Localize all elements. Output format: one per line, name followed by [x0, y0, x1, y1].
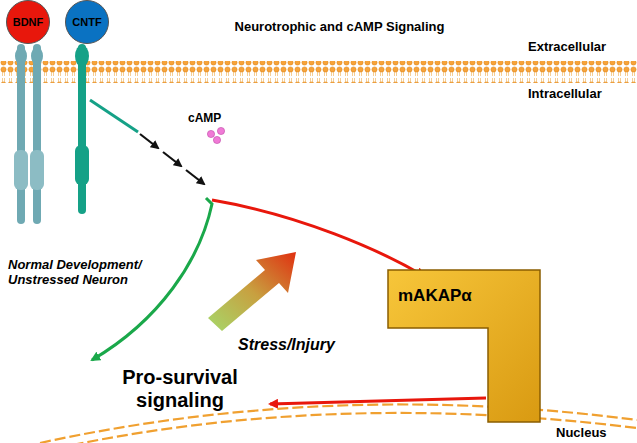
makap-survival-arrow: [270, 398, 486, 404]
camp-dots: [207, 127, 224, 143]
transition-arrow: [208, 252, 296, 331]
region-label: Intracellular: [528, 87, 633, 102]
region-label: Nucleus: [556, 426, 634, 441]
signal-arrows: [140, 134, 204, 184]
nuclear-envelope: [40, 404, 637, 443]
bdnf-receptor: [14, 44, 44, 224]
outcome-label: Pro-survival signaling: [90, 366, 270, 412]
figure-heading: Neurotrophic and cAMP Signaling: [232, 20, 447, 35]
ligand-circle: BDNF: [6, 0, 50, 44]
stress-pathway-arrow: [212, 200, 424, 276]
condition-label: Normal Development/ Unstressed Neuron: [8, 258, 168, 288]
node-text: CNTF: [72, 16, 101, 28]
molecule-label: cAMP: [188, 112, 238, 126]
condition-label: Stress/Injury: [238, 336, 368, 354]
node-text: mAKAPα: [398, 286, 472, 306]
scaffold-protein: mAKAPα: [386, 268, 542, 424]
cntf-receptor: [75, 44, 138, 214]
ligand-circle: CNTF: [65, 0, 109, 44]
cell-membrane: [0, 61, 637, 83]
region-label: Extracellular: [528, 40, 633, 55]
node-text: BDNF: [13, 16, 44, 28]
